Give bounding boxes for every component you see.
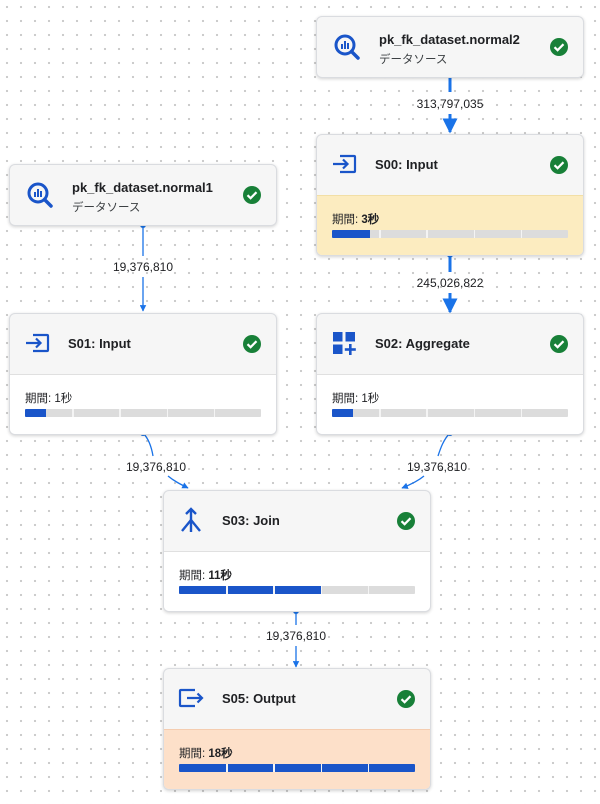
check-circle-icon bbox=[243, 335, 261, 353]
stage-body: 期間: 11秒 bbox=[164, 551, 430, 611]
datasource-node-normal1[interactable]: pk_fk_dataset.normal1 データソース bbox=[9, 164, 277, 226]
edge-label-s02-s03: 19,376,810 bbox=[406, 460, 468, 474]
stage-body: 期間: 18秒 bbox=[164, 729, 430, 789]
datasource-title: pk_fk_dataset.normal2 bbox=[379, 32, 520, 47]
check-circle-icon bbox=[550, 335, 568, 353]
edge-s02-s03 bbox=[401, 430, 453, 489]
progress-fill bbox=[332, 409, 354, 417]
progress-fill bbox=[25, 409, 47, 417]
edge-label-s01-s03: 19,376,810 bbox=[125, 460, 187, 474]
stage-title: S01: Input bbox=[68, 336, 131, 351]
bigquery-icon bbox=[27, 182, 53, 208]
progress-bar bbox=[25, 409, 261, 417]
stage-title: S03: Join bbox=[222, 513, 280, 528]
progress-bar bbox=[179, 586, 415, 594]
progress-bar bbox=[332, 230, 568, 238]
duration-text: 期間: 11秒 bbox=[179, 570, 233, 582]
duration-text: 期間: 3秒 bbox=[332, 214, 380, 226]
datasource-subtitle: データソース bbox=[379, 54, 448, 66]
check-circle-icon bbox=[397, 690, 415, 708]
join-icon bbox=[181, 507, 201, 532]
datasource-title: pk_fk_dataset.normal1 bbox=[72, 180, 213, 195]
progress-fill bbox=[179, 764, 415, 772]
stage-node-s05[interactable]: S05: Output 期間: 18秒 bbox=[163, 668, 431, 790]
stage-node-s00[interactable]: S00: Input 期間: 3秒 bbox=[316, 134, 584, 256]
stage-title: S00: Input bbox=[375, 157, 438, 172]
progress-bar bbox=[179, 764, 415, 772]
stage-body: 期間: 1秒 bbox=[10, 374, 276, 434]
check-circle-icon bbox=[550, 156, 568, 174]
input-icon bbox=[333, 154, 357, 174]
progress-fill bbox=[179, 586, 321, 594]
datasource-subtitle: データソース bbox=[72, 202, 141, 214]
aggregate-icon bbox=[333, 332, 356, 355]
edge-label-s00-s02: 245,026,822 bbox=[416, 276, 484, 290]
check-circle-icon bbox=[397, 512, 415, 530]
check-circle-icon bbox=[550, 38, 568, 56]
stage-node-s03[interactable]: S03: Join 期間: 11秒 bbox=[163, 490, 431, 612]
edge-label-ds2-s00: 313,797,035 bbox=[416, 97, 484, 111]
check-circle-icon bbox=[243, 186, 261, 204]
stage-node-s02[interactable]: S02: Aggregate 期間: 1秒 bbox=[316, 313, 584, 435]
edge-s01-s03 bbox=[140, 430, 189, 489]
progress-fill bbox=[332, 230, 370, 238]
progress-bar bbox=[332, 409, 568, 417]
stage-body: 期間: 3秒 bbox=[317, 195, 583, 255]
bigquery-icon bbox=[334, 34, 360, 60]
stage-node-s01[interactable]: S01: Input 期間: 1秒 bbox=[9, 313, 277, 435]
stage-title: S05: Output bbox=[222, 691, 296, 706]
stage-title: S02: Aggregate bbox=[375, 336, 470, 351]
input-icon bbox=[26, 333, 50, 353]
duration-text: 期間: 18秒 bbox=[179, 748, 233, 760]
duration-text: 期間: 1秒 bbox=[332, 393, 380, 405]
stage-body: 期間: 1秒 bbox=[317, 374, 583, 434]
output-icon bbox=[178, 688, 204, 708]
edge-label-s03-s05: 19,376,810 bbox=[265, 629, 327, 643]
duration-text: 期間: 1秒 bbox=[25, 393, 73, 405]
datasource-node-normal2[interactable]: pk_fk_dataset.normal2 データソース bbox=[316, 16, 584, 78]
edge-label-ds1-s01: 19,376,810 bbox=[112, 260, 174, 274]
